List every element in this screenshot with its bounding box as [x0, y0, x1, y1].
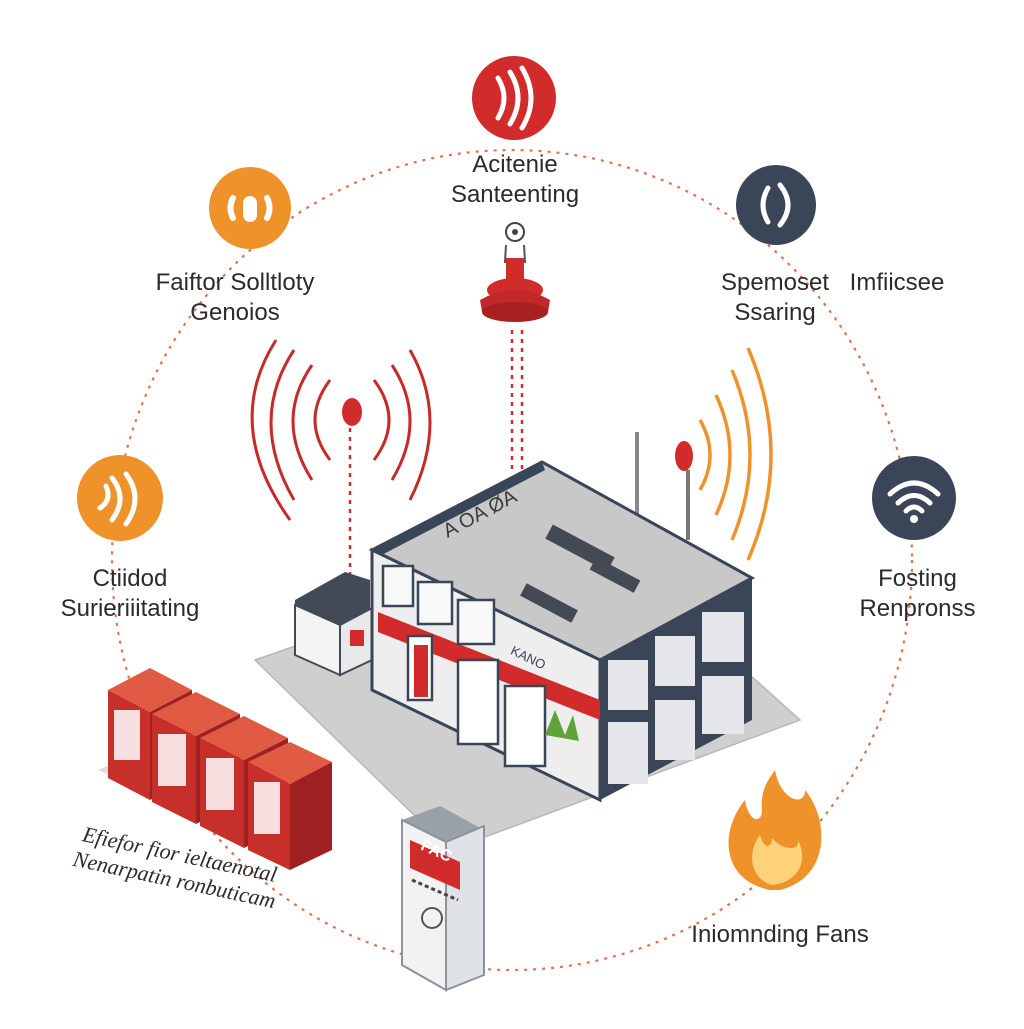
- right-signal-waves: [635, 347, 773, 561]
- bottom-right-node-label: Iniomnding Fans: [691, 921, 869, 948]
- right-node-line2: Renpronss: [859, 595, 976, 622]
- right-node-label: Fosting Renpronss: [830, 564, 1005, 624]
- flame-icon: [728, 770, 822, 890]
- upper-right-node-extra: Imfiicsee: [849, 269, 945, 296]
- upper-left-node-line2: Genoios: [190, 299, 280, 326]
- upper-left-node-line1: Faiftor Solltloty: [155, 269, 315, 296]
- server-rack-icon: [98, 668, 332, 870]
- upper-right-node-line2: Ssaring: [734, 299, 816, 326]
- orbit-ring: [110, 148, 914, 972]
- top-node-line2: Santeenting: [450, 181, 580, 208]
- top-node-label: Acitenie Santeenting: [420, 150, 610, 210]
- right-node-icon: [872, 456, 956, 540]
- left-node-label: Ctiidod Surieriiitating: [30, 564, 230, 624]
- upper-right-node-line1: Spemoset: [720, 269, 830, 296]
- left-node-icon: [77, 455, 163, 541]
- building-icon: [253, 460, 802, 851]
- upper-left-node-icon: [209, 167, 291, 249]
- center-alarm-bell: [480, 222, 550, 470]
- left-node-line1: Ctiidod: [92, 565, 168, 592]
- upper-left-node-label: Faiftor Solltloty Genoios: [130, 268, 340, 328]
- top-node-line1: Acitenie: [472, 151, 558, 178]
- left-signal-waves: [250, 339, 432, 580]
- right-node-line1: Fosting: [878, 565, 957, 592]
- top-node-icon: [472, 56, 556, 140]
- control-panel-icon: [401, 806, 485, 992]
- upper-right-node-icon: [736, 165, 816, 245]
- left-node-line2: Surieriiitating: [60, 595, 200, 622]
- upper-right-node-label: Spemoset Ssaring: [700, 268, 850, 328]
